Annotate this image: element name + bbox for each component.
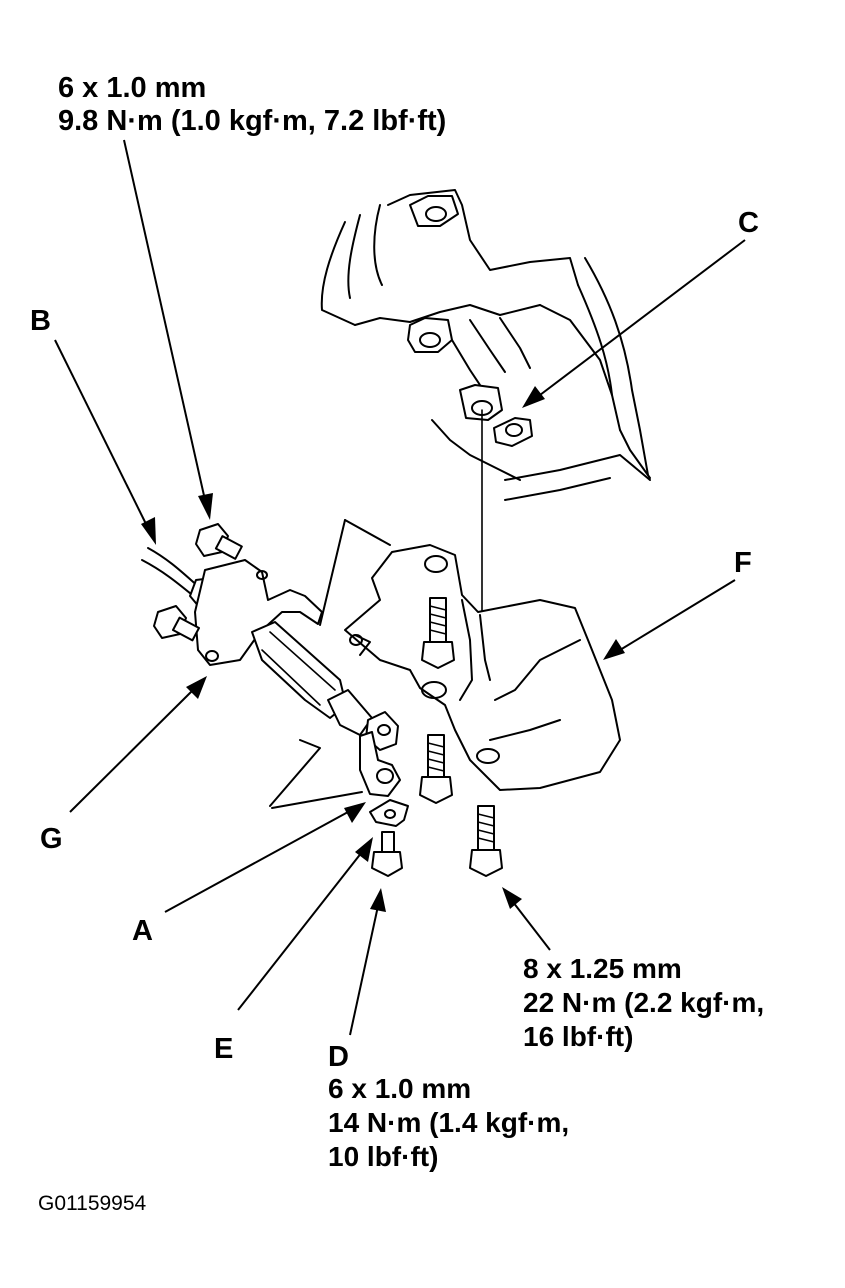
bolt-cylinder-lower xyxy=(153,605,200,642)
spec-bottom-torque: 14 N·m (1.4 kgf·m, xyxy=(328,1107,569,1138)
figure-code: G01159954 xyxy=(38,1192,147,1215)
callout-g: G xyxy=(40,823,63,855)
leader-right-spec xyxy=(502,887,551,951)
bolt-middle xyxy=(419,734,453,804)
callout-d: D xyxy=(328,1041,349,1073)
bolt-upper xyxy=(421,597,455,669)
body-panel xyxy=(320,189,651,501)
clip-e xyxy=(369,799,409,827)
motion-arrow-a xyxy=(269,739,321,807)
callout-c: C xyxy=(738,207,759,239)
leader-top-spec xyxy=(123,139,213,520)
slave-cylinder xyxy=(141,547,401,797)
spec-bottom: 6 x 1.0 mm 14 N·m (1.4 kgf·m, 10 lbf·ft) xyxy=(328,1073,569,1172)
spec-right-size: 8 x 1.25 mm xyxy=(523,953,682,984)
spec-bottom-size: 6 x 1.0 mm xyxy=(328,1073,471,1104)
spec-top-size: 6 x 1.0 mm xyxy=(58,72,206,104)
spec-bottom-torque-lbf: 10 lbf·ft) xyxy=(328,1141,438,1172)
bolt-cylinder-upper xyxy=(195,523,243,560)
bracket-f xyxy=(319,519,621,791)
motion-arrow-a-2 xyxy=(271,791,363,809)
spec-right-torque: 22 N·m (2.2 kgf·m, xyxy=(523,987,764,1018)
spec-top: 6 x 1.0 mm 9.8 N·m (1.0 kgf·m, 7.2 lbf·f… xyxy=(58,72,446,137)
leader-g xyxy=(69,676,207,813)
bolt-lower-8x125 xyxy=(469,805,503,877)
leader-a xyxy=(164,802,366,913)
spec-right-torque-lbf: 16 lbf·ft) xyxy=(523,1021,633,1052)
leader-d xyxy=(349,888,386,1036)
leader-e xyxy=(237,837,373,1011)
leader-f xyxy=(603,579,736,660)
spec-right: 8 x 1.25 mm 22 N·m (2.2 kgf·m, 16 lbf·ft… xyxy=(523,953,764,1052)
callout-b: B xyxy=(30,305,51,337)
bolt-d xyxy=(371,831,403,877)
callout-f: F xyxy=(734,547,752,579)
spec-top-torque: 9.8 N·m (1.0 kgf·m, 7.2 lbf·ft) xyxy=(58,105,446,137)
callout-a: A xyxy=(132,915,153,947)
leader-c xyxy=(522,239,746,408)
callout-e: E xyxy=(214,1033,233,1065)
leader-b xyxy=(54,339,156,545)
